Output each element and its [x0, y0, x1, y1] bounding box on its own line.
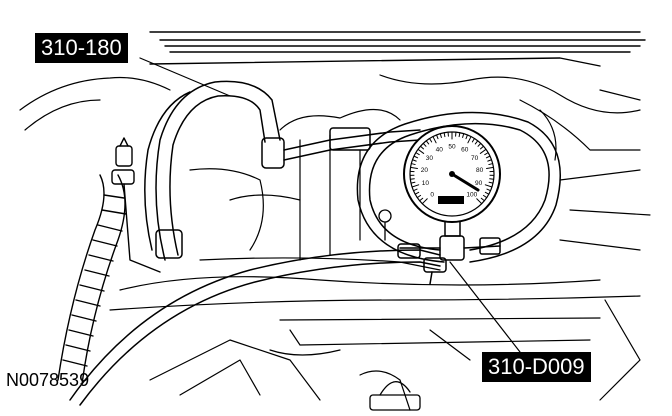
gauge-number: 0: [430, 191, 434, 198]
hood-edge-lines: [149, 31, 646, 67]
gauge-tick: [419, 197, 424, 202]
gauge-tick: [465, 134, 468, 140]
gauge-tick: [415, 152, 420, 156]
pressure-line-hose: [69, 111, 562, 406]
gauge-number: 10: [422, 180, 430, 187]
gauge-tick: [411, 184, 420, 188]
gauge-tick: [425, 140, 430, 145]
gauge-number: 80: [476, 167, 484, 174]
gauge-tick: [474, 140, 479, 145]
gauge-number: 100: [466, 191, 477, 198]
bolt-detail: [378, 209, 392, 241]
figure-id-label: N0078539: [6, 370, 90, 390]
gauge-tick: [479, 148, 487, 154]
gauge-tick: [476, 198, 483, 205]
tool-310-180-hose: [144, 80, 421, 261]
gauge-tick: [480, 145, 485, 150]
gauge-tick: [471, 138, 476, 143]
leader-line-310-180: [139, 57, 231, 97]
callout-310-D009: 310-D009: [482, 352, 591, 382]
gauge-tick: [439, 133, 442, 139]
engine-background-contours: [19, 74, 651, 411]
gauge-tick: [413, 155, 419, 159]
gauge-tick: [484, 184, 493, 188]
gauge-tick: [486, 166, 494, 170]
gauge-needle: [450, 172, 480, 192]
gauge-tick: [422, 142, 427, 147]
gauge-tick: [432, 136, 437, 144]
gauge-tick: [485, 155, 491, 159]
gauge-number: 30: [426, 155, 434, 162]
gauge-number: 60: [461, 147, 469, 154]
leader-line-310-D009: [449, 261, 521, 353]
left-fitting: [111, 137, 161, 273]
gauge-tick: [443, 132, 446, 138]
gauge-tick-marks: [409, 131, 495, 205]
gauge-tick: [411, 159, 417, 162]
gauge-tick: [410, 163, 416, 166]
gauge-tick: [416, 194, 422, 199]
gauge-tick: [482, 194, 488, 199]
gauge-number: 50: [448, 144, 456, 151]
gauge-tick: [410, 166, 418, 170]
lower-connector: [369, 381, 421, 411]
gauge-tick: [412, 188, 418, 192]
gauge-tick: [409, 178, 415, 180]
gauge-tick: [428, 138, 433, 143]
callout-310-180: 310-180: [35, 33, 128, 63]
gauge-tick: [436, 134, 439, 140]
corrugated-hose: [57, 174, 127, 385]
gauge-tick: [467, 136, 472, 144]
gauge-tick: [458, 132, 461, 138]
gauge-tick: [489, 178, 495, 180]
gauge-tick: [414, 191, 420, 195]
gauge-tick: [421, 198, 428, 205]
gauge-number: 40: [436, 147, 444, 154]
gauge-tick: [462, 133, 465, 139]
gauge-tick: [484, 152, 489, 156]
gauge-tick: [417, 148, 425, 154]
gauge-tick: [410, 181, 416, 184]
gauge-number: 20: [421, 167, 429, 174]
tee-fitting: [397, 235, 501, 285]
gauge-tick: [480, 197, 485, 202]
gauge-tick: [486, 188, 492, 192]
gauge-tick: [488, 163, 494, 166]
gauge-tick: [484, 191, 490, 195]
gauge-tick: [419, 145, 424, 150]
gauge-number: 90: [475, 180, 483, 187]
gauge-brand-plate: [438, 196, 464, 204]
gauge-number: 70: [471, 155, 479, 162]
gauge-tick: [488, 181, 494, 184]
gauge-tick: [477, 142, 482, 147]
gauge-tick: [487, 159, 493, 162]
